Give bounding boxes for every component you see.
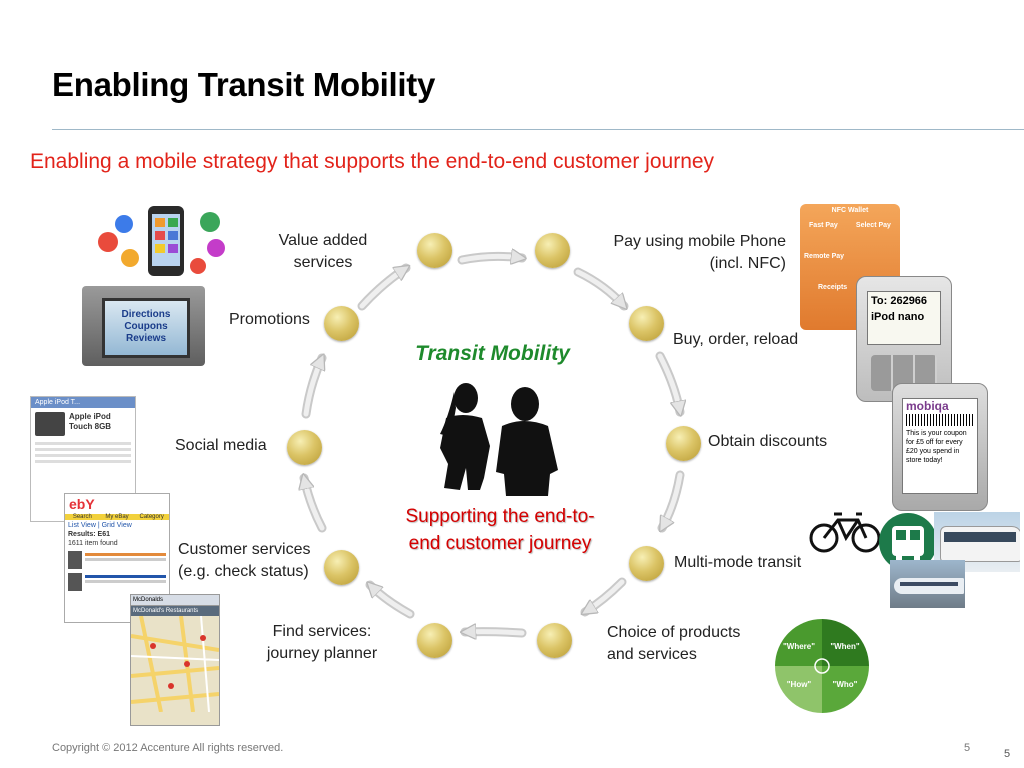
nav-line-reviews: Reviews <box>125 333 167 344</box>
node-value-added <box>417 233 452 268</box>
ipod-title-line1: Apple iPod <box>69 412 111 421</box>
ipod-title-line2: Touch 8GB <box>69 422 112 431</box>
step-pay-line1: Pay using mobile Phone <box>613 233 786 250</box>
step-social: Social media <box>175 437 267 454</box>
nfc-receipts: Receipts <box>818 284 848 291</box>
nfc-wallet-header: NFC Wallet <box>831 207 869 214</box>
step-buy: Buy, order, reload <box>673 331 799 348</box>
ipod-listing-header: Apple iPod T... <box>31 397 135 408</box>
train-image <box>890 560 965 608</box>
node-find <box>417 623 452 658</box>
ebay-tab-category: Category <box>139 514 164 520</box>
ipod-thumbnail <box>35 412 65 436</box>
mobiqa-line3: £20 you spend in <box>906 448 960 455</box>
step-choice-line1: Choice of products <box>607 624 741 641</box>
map-result-banner: McDonald's Restaurants <box>131 606 219 616</box>
node-pay <box>535 233 570 268</box>
step-transit: Multi-mode transit <box>674 554 802 571</box>
sms-message: iPod nano <box>871 311 925 323</box>
node-customer <box>324 550 359 585</box>
barcode-icon <box>906 414 974 426</box>
ebay-found-count: 1611 item found <box>68 540 118 547</box>
step-choice: Choice of products and services <box>607 622 740 666</box>
title-divider <box>52 129 1024 130</box>
mobiqa-line2: for £5 off for every <box>906 439 963 446</box>
step-value-added-line1: Value added <box>278 232 368 249</box>
node-choice <box>537 623 572 658</box>
nav-line-directions: Directions <box>121 309 171 320</box>
sms-phone-image: To: 262966 iPod nano <box>856 276 952 402</box>
center-subtitle-line1: Supporting the end-to- <box>405 506 595 527</box>
step-pay: Pay using mobile Phone (incl. NFC) <box>575 231 786 275</box>
mobiqa-phone-image: mobiqa This is your coupon for £5 off fo… <box>892 383 988 511</box>
map-app-screenshot: McDonalds McDonald's Restaurants <box>130 594 220 726</box>
ebay-results: Results: E61 <box>68 531 111 538</box>
page-number-corner: 5 <box>1004 748 1011 760</box>
people-silhouette-icon <box>440 383 558 496</box>
bus-sign-icon <box>879 513 937 571</box>
page-number: 5 <box>964 742 971 754</box>
center-title: Transit Mobility <box>415 342 570 365</box>
coach-bus-image <box>934 512 1020 572</box>
node-buy <box>629 306 664 341</box>
node-discounts <box>666 426 701 461</box>
step-choice-line2: and services <box>607 646 697 663</box>
step-find-line1: Find services: <box>272 623 372 640</box>
step-customer-line2: (e.g. check status) <box>178 563 309 580</box>
wheel-when-label: "When" <box>830 642 860 651</box>
sms-to-number: To: 262966 <box>871 295 928 307</box>
copyright-footer: Copyright © 2012 Accenture All rights re… <box>52 742 284 754</box>
step-value-added: Value added services <box>253 230 393 274</box>
step-find-line2: journey planner <box>266 645 378 662</box>
step-value-added-line2: services <box>293 254 353 271</box>
step-pay-line2: (incl. NFC) <box>709 255 786 272</box>
step-customer-line1: Customer services <box>178 541 311 558</box>
node-transit <box>629 546 664 581</box>
map-search-text: McDonalds <box>133 597 164 603</box>
nfc-select-pay: Select Pay <box>855 222 891 229</box>
map-search-bar: McDonalds <box>131 595 219 606</box>
nav-line-coupons: Coupons <box>124 321 168 332</box>
ebay-tab-myebay: My eBay <box>105 514 129 520</box>
ebay-view-toggle: List View | Grid View <box>68 522 132 529</box>
ebay-tab-search: Search <box>72 514 92 520</box>
slide-title: Enabling Transit Mobility <box>52 66 436 103</box>
step-find: Find services: journey planner <box>252 621 392 665</box>
wheel-how-label: "How" <box>787 680 812 689</box>
mobiqa-line4: store today! <box>906 457 943 464</box>
map-streets <box>131 615 219 713</box>
node-social <box>287 430 322 465</box>
who-what-wheel: "Where" "When" "How" "Who" <box>775 619 869 713</box>
slide-subtitle: Enabling a mobile strategy that supports… <box>30 150 715 173</box>
step-customer: Customer services (e.g. check status) <box>178 539 310 583</box>
app-icons-phone-image <box>94 204 228 278</box>
center-subtitle: Supporting the end-to- end customer jour… <box>375 503 625 557</box>
ebay-logo: ebY <box>69 496 95 512</box>
node-promotions <box>324 306 359 341</box>
nfc-fast-pay: Fast Pay <box>809 222 838 229</box>
bicycle-icon <box>809 512 881 553</box>
step-discounts: Obtain discounts <box>708 433 828 450</box>
step-promotions: Promotions <box>229 311 310 328</box>
wheel-who-label: "Who" <box>833 680 858 689</box>
ebay-listing-screenshot: ebY Search My eBay Category List View | … <box>64 493 170 623</box>
mobiqa-logo: mobiqa <box>906 399 949 413</box>
car-navigation-screen-image: Directions Coupons Reviews <box>82 286 205 366</box>
center-subtitle-line2: end customer journey <box>408 533 592 554</box>
nfc-remote-pay: Remote Pay <box>804 253 845 260</box>
wheel-where-label: "Where" <box>783 642 815 651</box>
mobiqa-line1: This is your coupon <box>906 430 967 437</box>
